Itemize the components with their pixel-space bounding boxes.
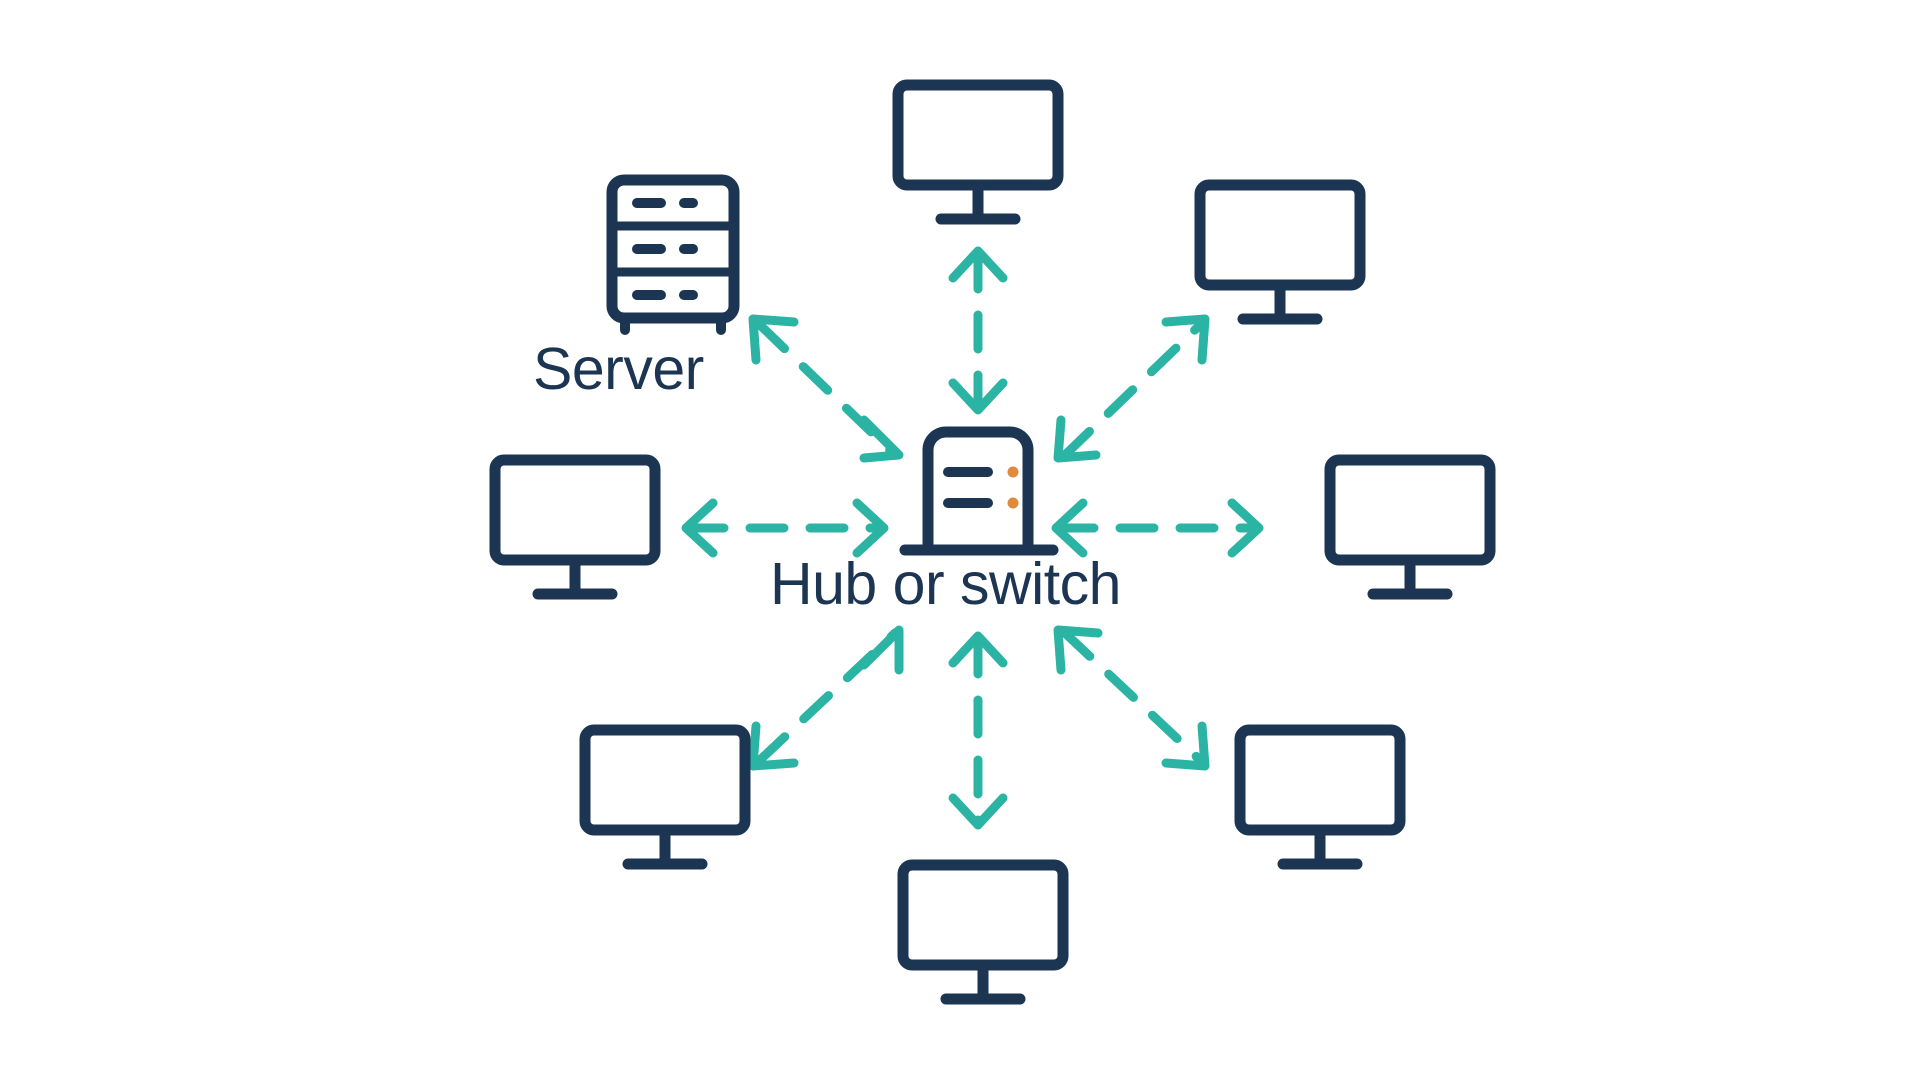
- hub-indicator-dot-1: [1007, 466, 1019, 478]
- link-hub-bottom-right: [1053, 625, 1210, 771]
- link-hub-top: [948, 246, 1008, 415]
- monitor-top-right[interactable]: [1200, 185, 1360, 319]
- connection-group: [681, 246, 1264, 830]
- server-label: Server: [533, 336, 704, 402]
- monitor-top[interactable]: [898, 85, 1058, 219]
- server-rack-icon[interactable]: [606, 174, 740, 335]
- monitor-bottom[interactable]: [903, 865, 1063, 999]
- monitor-bottom-right[interactable]: [1240, 730, 1400, 864]
- monitor-right[interactable]: [1330, 460, 1490, 594]
- monitor-left[interactable]: [495, 460, 655, 594]
- monitor-bottom-left[interactable]: [585, 730, 745, 864]
- hub-or-switch-label: Hub or switch: [770, 551, 1121, 617]
- link-hub-server: [748, 314, 904, 463]
- link-hub-right: [1051, 498, 1264, 558]
- hub-indicator-dot-2: [1007, 497, 1019, 509]
- link-hub-bottom-left: [748, 625, 904, 771]
- link-hub-left: [681, 498, 889, 558]
- link-hub-bottom: [948, 631, 1008, 830]
- hub-switch-icon[interactable]: [899, 426, 1059, 556]
- link-hub-top-right: [1053, 314, 1210, 463]
